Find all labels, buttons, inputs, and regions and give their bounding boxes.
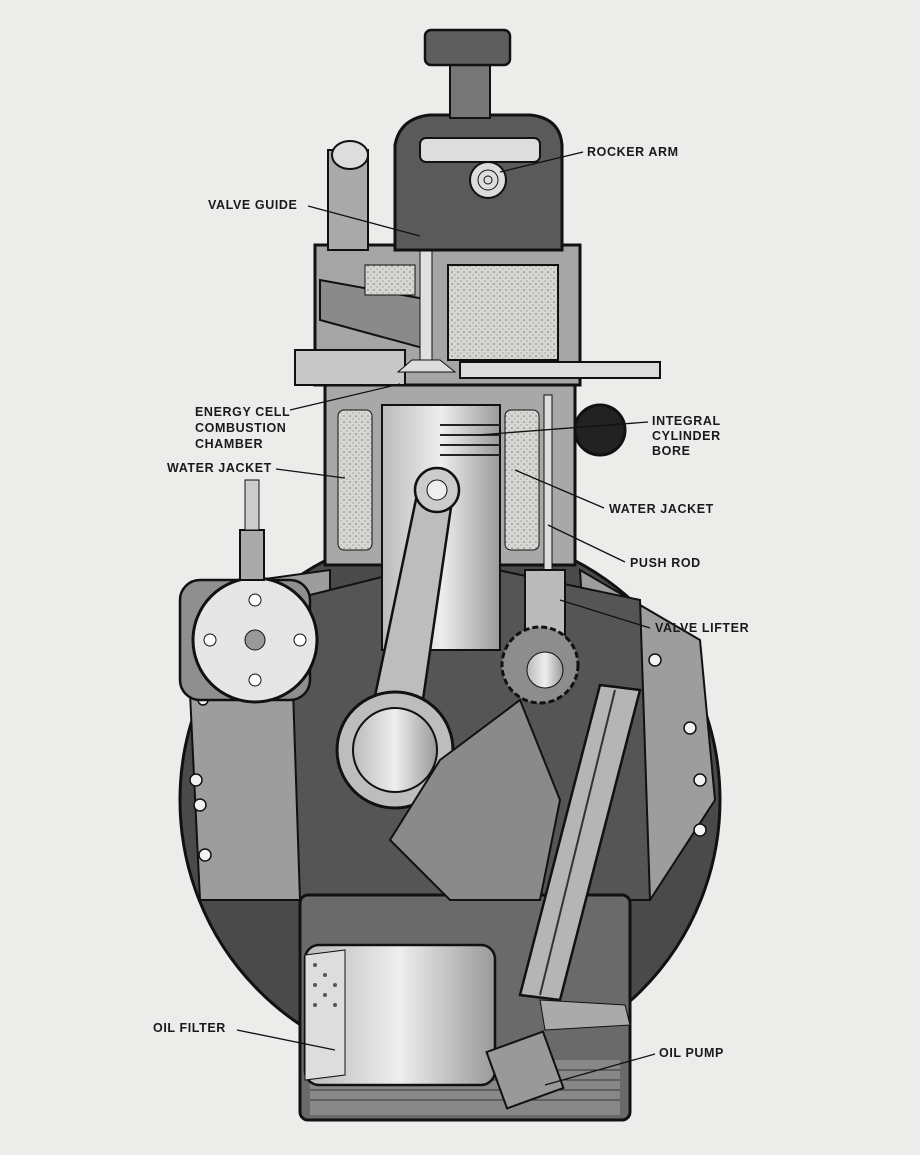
label-energy-cell: ENERGY CELL xyxy=(195,405,290,419)
crank-web xyxy=(388,698,562,901)
label-oil-filter: OIL FILTER xyxy=(153,1021,226,1035)
energy-cell xyxy=(294,349,406,386)
label-combustion: COMBUSTION xyxy=(195,421,286,435)
label-bore: BORE xyxy=(652,444,691,458)
label-cylinder: CYLINDER xyxy=(652,429,721,443)
label-water-jacket-right: WATER JACKET xyxy=(609,502,714,516)
oil-pump xyxy=(485,683,642,1110)
label-water-jacket-left: WATER JACKET xyxy=(167,461,272,475)
label-valve-lifter: VALVE LIFTER xyxy=(655,621,749,635)
distributor xyxy=(178,479,319,704)
label-integral: INTEGRAL xyxy=(652,414,721,428)
oil-filler-cap xyxy=(423,28,512,67)
water-jacket-left xyxy=(337,409,373,551)
cylinder-head xyxy=(294,243,661,457)
rocker-cover xyxy=(393,28,564,252)
label-push-rod: PUSH ROD xyxy=(630,556,701,570)
label-oil-pump: OIL PUMP xyxy=(659,1046,724,1060)
camshaft-gear xyxy=(500,625,580,705)
oil-filter xyxy=(303,943,497,1087)
leader-lines xyxy=(236,151,656,1086)
rocker-arm xyxy=(419,137,541,163)
label-valve-guide: VALVE GUIDE xyxy=(208,198,297,212)
manifold-pipe xyxy=(327,140,369,251)
injector xyxy=(459,361,661,379)
label-rocker-arm: ROCKER ARM xyxy=(587,145,679,159)
label-chamber: CHAMBER xyxy=(195,437,263,451)
